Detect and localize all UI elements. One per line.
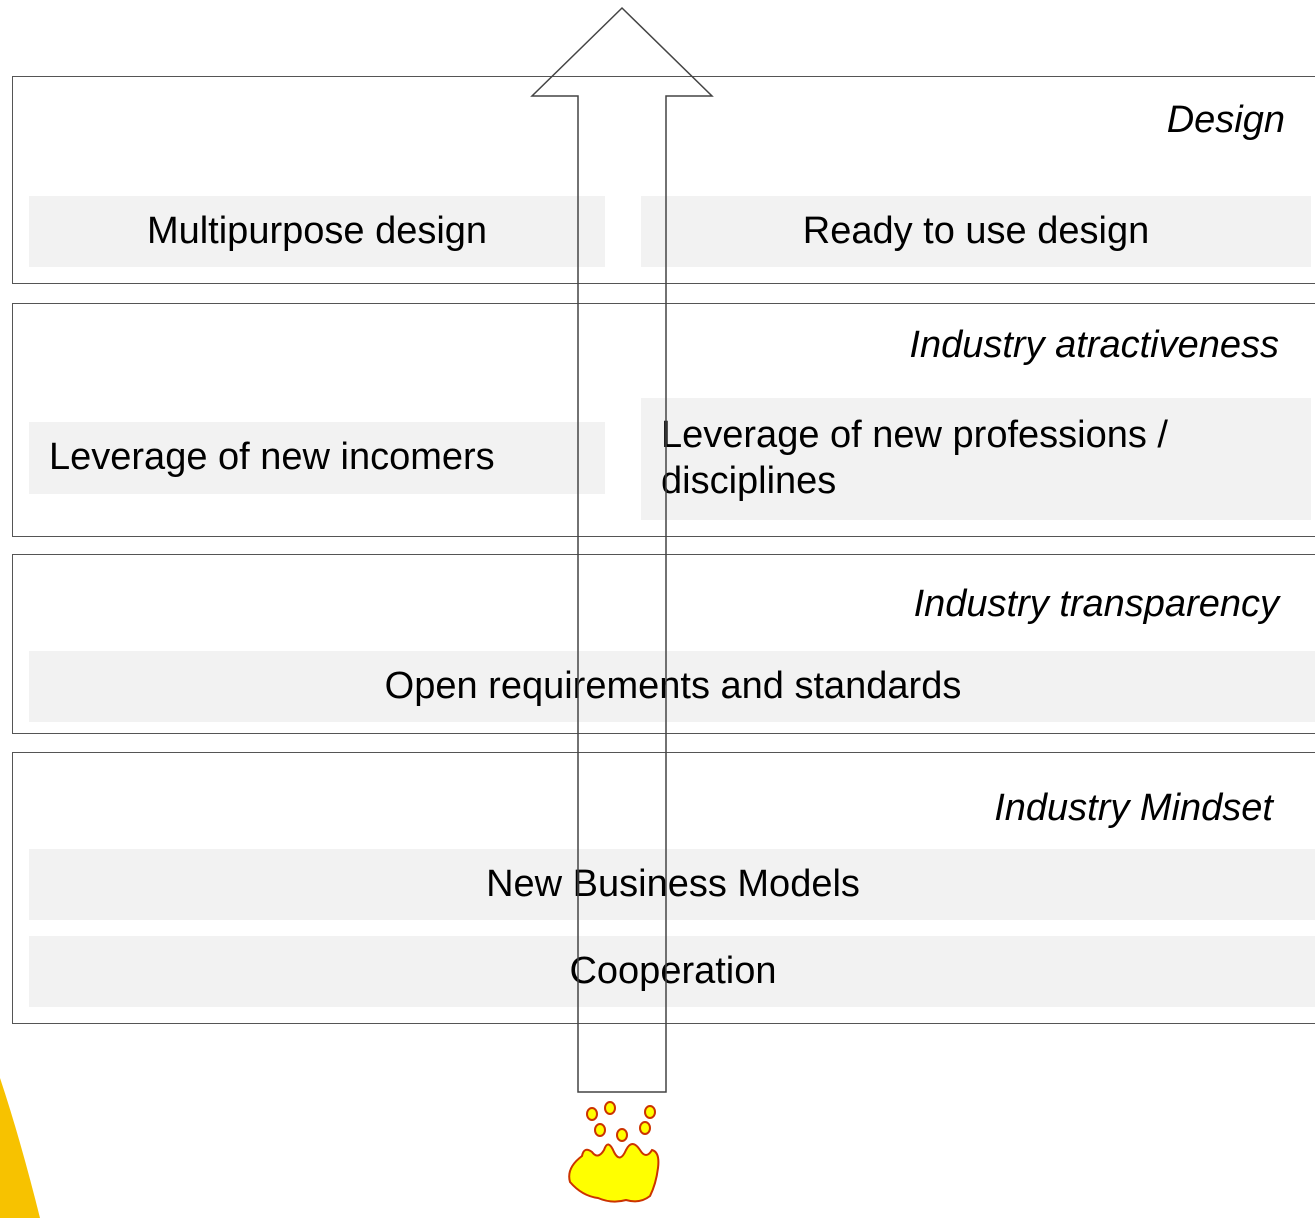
box-multipurpose-design: Multipurpose design (29, 196, 605, 267)
layer-title-industry-transparency: Industry transparency (913, 583, 1279, 625)
yellow-swoosh-decoration (0, 1078, 40, 1218)
box-ready-to-use-design: Ready to use design (641, 196, 1311, 267)
layer-industry-transparency: Industry transparency Open requirements … (12, 554, 1315, 734)
box-cooperation: Cooperation (29, 936, 1315, 1007)
layer-title-industry-atractiveness: Industry atractiveness (909, 324, 1279, 366)
layer-industry-atractiveness: Industry atractiveness Leverage of new i… (12, 303, 1315, 537)
box-open-requirements: Open requirements and standards (29, 651, 1315, 722)
box-new-business-models: New Business Models (29, 849, 1315, 920)
layer-design: Design Multipurpose design Ready to use … (12, 76, 1315, 284)
box-leverage-new-professions: Leverage of new professions / discipline… (641, 398, 1311, 520)
layer-industry-mindset: Industry Mindset New Business Models Coo… (12, 752, 1315, 1024)
layer-title-design: Design (1166, 99, 1285, 141)
layer-title-industry-mindset: Industry Mindset (994, 787, 1273, 829)
box-leverage-new-incomers: Leverage of new incomers (29, 422, 605, 494)
